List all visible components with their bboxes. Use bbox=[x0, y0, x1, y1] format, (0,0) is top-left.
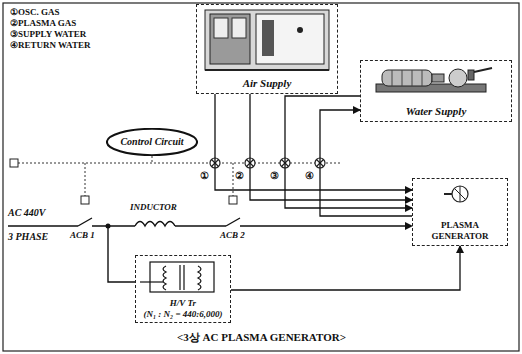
legend-item: ①OSC. GAS bbox=[10, 8, 60, 18]
figure-caption: <3상 AC PLASMA GENERATOR> bbox=[177, 331, 346, 343]
legend-item: ③SUPPLY WATER bbox=[10, 30, 86, 40]
equipment-box: PLASMA GENERATOR bbox=[412, 178, 508, 246]
pipe-connector bbox=[215, 94, 412, 190]
valve-symbols bbox=[210, 158, 325, 168]
pipe-connector bbox=[231, 246, 460, 290]
node-label: Water Supply bbox=[406, 105, 467, 118]
pipe-connector bbox=[320, 110, 412, 216]
part-label: ACB 1 bbox=[70, 231, 95, 241]
control-ellipse: Control Circuit bbox=[106, 128, 198, 156]
control-terminal bbox=[81, 196, 89, 204]
node-label: H/V Tr bbox=[170, 298, 196, 308]
pipe-connector bbox=[285, 96, 412, 208]
node-label: PLASMA GENERATOR bbox=[415, 220, 505, 241]
legend-item: ④RETURN WATER bbox=[10, 41, 90, 51]
callout-number: ③ bbox=[270, 170, 279, 181]
part-label: INDUCTOR bbox=[130, 203, 177, 213]
node-label: Control Circuit bbox=[120, 136, 183, 148]
air-compressor bbox=[205, 10, 329, 70]
callout-number: ② bbox=[235, 170, 244, 181]
part-label: AC 440V bbox=[8, 207, 46, 218]
node-label: (N₁ : N₂ = 440:6,000) bbox=[143, 309, 222, 319]
part-label: 3 PHASE bbox=[8, 231, 48, 242]
control-terminal bbox=[229, 196, 237, 204]
outer-frame bbox=[3, 3, 519, 351]
junction-dot bbox=[106, 224, 111, 229]
callout-number: ④ bbox=[305, 170, 314, 181]
transformer-symbol bbox=[140, 262, 214, 292]
legend-item: ②PLASMA GAS bbox=[10, 19, 76, 29]
part-label: ACB 2 bbox=[220, 231, 245, 241]
node-label: Air Supply bbox=[243, 77, 292, 90]
equipment-box: Air Supply bbox=[196, 4, 338, 94]
plasma-torch-icon bbox=[444, 186, 468, 202]
equipment-box: Water Supply bbox=[360, 60, 512, 122]
callout-number: ① bbox=[200, 170, 209, 181]
equipment-box: H/V Tr(N₁ : N₂ = 440:6,000) bbox=[135, 255, 231, 323]
control-terminal bbox=[10, 159, 18, 167]
water-pump bbox=[376, 68, 492, 92]
